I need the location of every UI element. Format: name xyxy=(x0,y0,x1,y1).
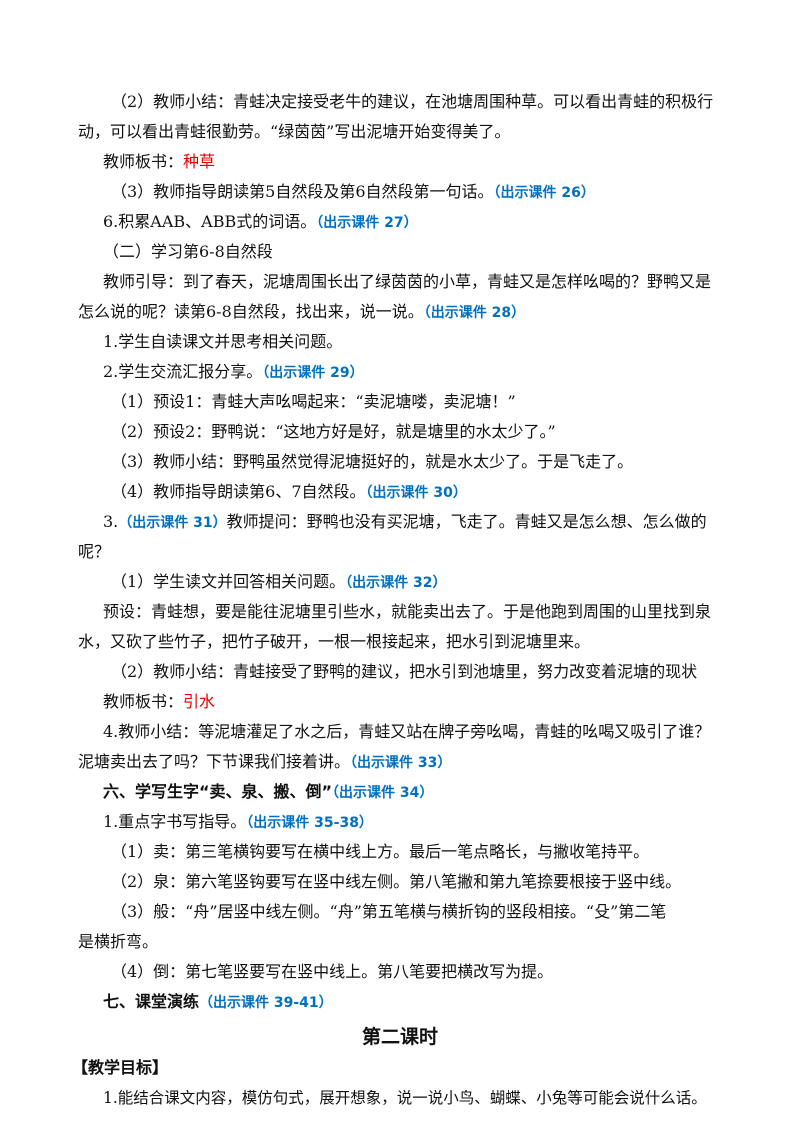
paragraph-line: （1）卖：第三笔横钩要写在横中线上方。最后一笔点略长，与撇收笔持平。 xyxy=(111,842,650,861)
paragraph-line: 1.学生自读课文并思考相关问题。 xyxy=(103,332,343,351)
paragraph-line: （3）教师指导朗读第5自然段及第6自然段第一句话。（出示课件 26） xyxy=(111,182,595,201)
courseware-ref: （出示课件 33） xyxy=(350,755,452,771)
paragraph-line: 水，又砍了些竹子，把竹子破开，一根一根接起来，把水引到泥塘里来。 xyxy=(78,632,591,651)
section-heading: 六、学写生字“卖、泉、搬、倒”（出示课件 34） xyxy=(103,782,434,801)
section-title: 第二课时 xyxy=(361,1026,438,1048)
paragraph-line: 3.（出示课件 31）教师提问：野鸭也没有买泥塘，飞走了。青蛙又是怎么想、怎么做… xyxy=(103,512,707,531)
paragraph-line: （4）教师指导朗读第6、7自然段。（出示课件 30） xyxy=(111,482,467,501)
paragraph-line: 呢？ xyxy=(78,542,111,561)
paragraph-line: （2）预设2：野鸭说：“这地方好是好，就是塘里的水太少了。” xyxy=(111,422,556,441)
section-heading: 七、课堂演练（出示课件 39-41） xyxy=(103,992,333,1011)
paragraph-line: （1）预设1：青蛙大声吆喝起来：“卖泥塘喽，卖泥塘！” xyxy=(111,392,516,411)
paragraph-line: （2）教师小结：青蛙决定接受老牛的建议，在池塘周围种草。可以看出青蛙的积极行 xyxy=(111,92,714,111)
courseware-ref: （出示课件 26） xyxy=(493,185,595,201)
courseware-ref: （出示课件 28） xyxy=(423,305,526,321)
goal-item: 1.能结合课文内容，模仿句式，展开想象，说一说小鸟、蝴蝶、小兔等可能会说什么话。 xyxy=(103,1089,707,1107)
courseware-ref: （出示课件 27） xyxy=(316,215,418,231)
paragraph-line: 是横折弯。 xyxy=(78,932,159,951)
paragraph-line: （3）教师小结：野鸭虽然觉得泥塘挺好的，就是水太少了。于是飞走了。 xyxy=(111,452,634,471)
courseware-ref: （出示课件 35-38） xyxy=(246,815,373,831)
courseware-ref: （出示课件 39-41） xyxy=(199,995,333,1011)
paragraph-line: 怎么说的呢？读第6-8自然段，找出来，说一说。（出示课件 28） xyxy=(78,302,526,321)
courseware-ref: （出示课件 34） xyxy=(332,785,434,801)
board-writing-highlight: 种草 xyxy=(183,152,216,171)
paragraph-line: 预设：青蛙想，要是能往泥塘里引些水，就能卖出去了。于是他跑到周围的山里找到泉 xyxy=(103,602,712,621)
paragraph-line: 泥塘卖出去了吗？下节课我们接着讲。（出示课件 33） xyxy=(78,752,452,771)
paragraph-line: 动，可以看出青蛙很勤劳。“绿茵茵”写出泥塘开始变得美了。 xyxy=(78,122,511,141)
paragraph-line: 2.学生交流汇报分享。（出示课件 29） xyxy=(103,362,364,381)
courseware-ref: （出示课件 30） xyxy=(365,485,467,501)
paragraph-line: （1）学生读文并回答相关问题。（出示课件 32） xyxy=(111,572,447,591)
paragraph-line: 6.积累AAB、ABB式的词语。（出示课件 27） xyxy=(103,212,418,231)
paragraph-line: 4.教师小结：等泥塘灌足了水之后，青蛙又站在牌子旁吆喝，青蛙的吆喝又吸引了谁？ xyxy=(103,722,711,741)
paragraph-line: （4）倒：第七笔竖要写在竖中线上。第八笔要把横改写为提。 xyxy=(111,962,554,981)
courseware-ref: （出示课件 32） xyxy=(345,575,447,591)
board-writing-line: 教师板书：引水 xyxy=(103,692,216,711)
paragraph-line: 教师引导：到了春天，泥塘周围长出了绿茵茵的小草，青蛙又是怎样吆喝的？野鸭又是 xyxy=(103,272,712,291)
goals-heading: 【教学目标】 xyxy=(72,1058,169,1077)
board-writing-line: 教师板书：种草 xyxy=(103,152,216,171)
paragraph-line: （2）教师小结：青蛙接受了野鸭的建议，把水引到池塘里，努力改变着泥塘的现状 xyxy=(111,662,698,681)
courseware-ref: （出示课件 29） xyxy=(262,365,364,381)
paragraph-line: （3）般：“舟”居竖中线左侧。“舟”第五笔横与横折钩的竖段相接。“殳”第二笔 xyxy=(111,902,667,921)
subsection-heading: （二）学习第6-8自然段 xyxy=(103,242,273,261)
paragraph-line: 1.重点字书写指导。（出示课件 35-38） xyxy=(103,812,373,831)
courseware-ref: （出示课件 31） xyxy=(118,515,227,531)
board-writing-highlight: 引水 xyxy=(183,692,216,711)
paragraph-line: （2）泉：第六笔竖钩要写在竖中线左侧。第八笔撇和第九笔捺要根接于竖中线。 xyxy=(111,872,682,891)
